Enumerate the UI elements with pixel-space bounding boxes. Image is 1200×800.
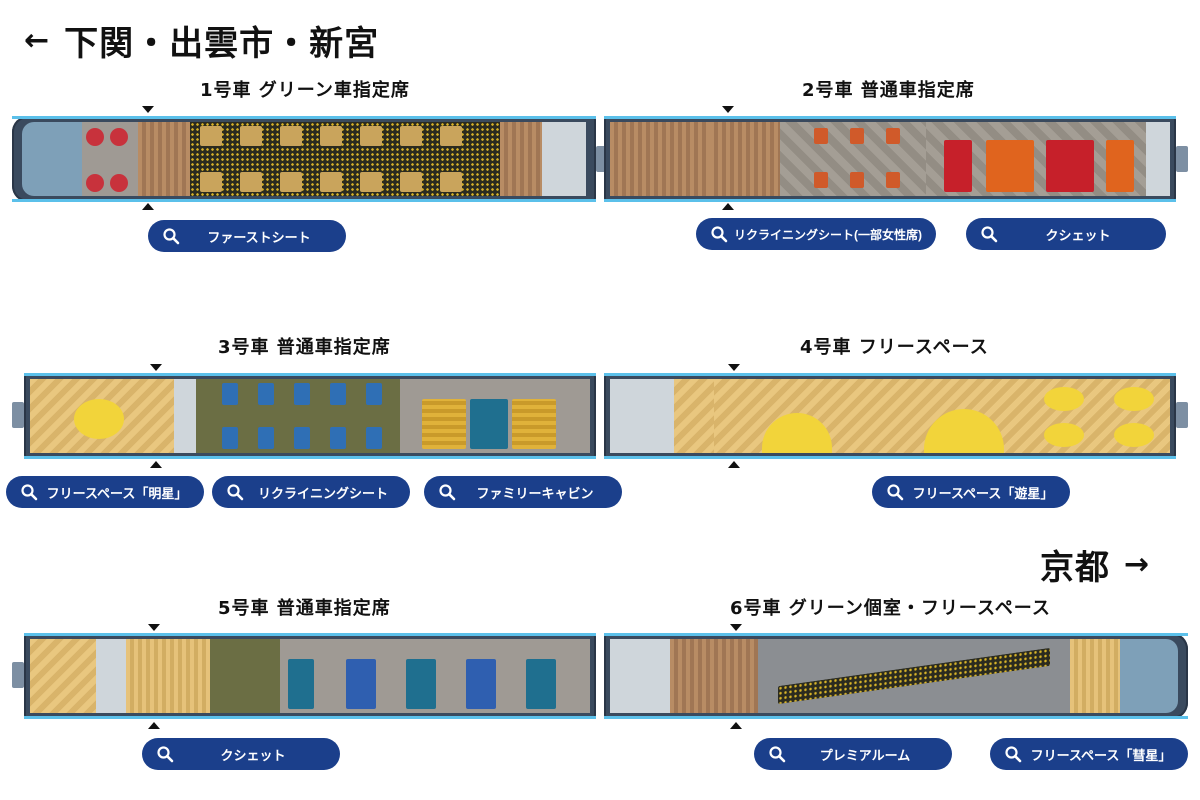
couchette-button[interactable]: クシェット <box>966 218 1166 250</box>
restroom <box>96 639 126 713</box>
reclining-seat-area <box>780 122 926 196</box>
family-cabin-button-label: ファミリーキャビン <box>476 485 594 501</box>
driver-cab <box>1120 639 1178 713</box>
first-seat-button[interactable]: ファーストシート <box>148 220 346 252</box>
coupler <box>1176 146 1188 172</box>
couchette-button-label: クシェット <box>1045 227 1111 243</box>
first-seat-area <box>190 122 500 196</box>
first-seat-button-label: ファーストシート <box>207 229 311 245</box>
premier-room-button-label: プレミアルーム <box>819 747 911 763</box>
search-icon <box>711 226 728 243</box>
search-icon <box>157 746 174 763</box>
car-5-floorplan[interactable] <box>24 633 596 719</box>
door-marker-icon <box>148 624 160 631</box>
driver-cab <box>22 122 82 196</box>
reclining-seat-button-label: リクライニングシート <box>257 485 388 501</box>
door-marker-icon <box>148 722 160 729</box>
door-marker-icon <box>150 461 162 468</box>
free-space-yusei-button-label: フリースペース「遊星」 <box>912 485 1054 501</box>
vestibule <box>30 639 96 713</box>
vestibule <box>670 639 758 713</box>
direction-east: 京都 → <box>1040 540 1150 589</box>
corridor-area <box>210 639 280 713</box>
vestibule <box>138 122 190 196</box>
door-marker-icon <box>722 106 734 113</box>
direction-west: ← 下関・出雲市・新宮 <box>24 16 379 65</box>
free-space-yusei <box>714 379 1170 453</box>
car-1-title: 1号車 グリーン車指定席 <box>200 80 410 101</box>
door-marker-icon <box>728 461 740 468</box>
search-icon <box>981 226 998 243</box>
restroom <box>610 639 670 713</box>
search-icon <box>769 746 786 763</box>
door-marker-icon <box>730 722 742 729</box>
door-marker-icon <box>150 364 162 371</box>
door-marker-icon <box>722 203 734 210</box>
reclining-seat-button[interactable]: リクライニングシート <box>212 476 410 508</box>
family-cabin-button[interactable]: ファミリーキャビン <box>424 476 622 508</box>
search-icon <box>1005 746 1022 763</box>
free-space-yusei-button[interactable]: フリースペース「遊星」 <box>872 476 1070 508</box>
reclining-seat-area <box>196 379 400 453</box>
car-3-title: 3号車 普通車指定席 <box>218 337 391 358</box>
couchette-area <box>926 122 1146 196</box>
vestibule <box>710 122 780 196</box>
premier-room-button[interactable]: プレミアルーム <box>754 738 952 770</box>
car-6-floorplan[interactable] <box>604 633 1188 719</box>
couchette-area <box>280 639 590 713</box>
free-space-suisei-button[interactable]: フリースペース「彗星」 <box>990 738 1188 770</box>
coupler <box>12 662 24 688</box>
end-area <box>1146 122 1170 196</box>
vestibule <box>174 379 196 453</box>
door-marker-icon <box>730 624 742 631</box>
arrow-right-icon: → <box>1124 547 1151 582</box>
car-3-floorplan[interactable] <box>24 373 596 459</box>
car-5-title: 5号車 普通車指定席 <box>218 598 391 619</box>
car-2-floorplan[interactable] <box>604 116 1176 202</box>
restroom <box>610 379 674 453</box>
door-marker-icon <box>142 203 154 210</box>
car-6-title: 6号車 グリーン個室・フリースペース <box>730 598 1051 619</box>
reclining-seat-button[interactable]: リクライニングシート(一部女性席) <box>696 218 936 250</box>
restroom-area <box>610 122 710 196</box>
coupler <box>12 402 24 428</box>
free-space-myojo-button[interactable]: フリースペース「明星」 <box>6 476 204 508</box>
search-icon <box>887 484 904 501</box>
door-marker-icon <box>728 364 740 371</box>
search-icon <box>439 484 456 501</box>
couchette-button[interactable]: クシェット <box>142 738 340 770</box>
direction-west-label: 下関・出雲市・新宮 <box>64 24 380 64</box>
lounge-area <box>82 122 138 196</box>
car-1-floorplan[interactable] <box>12 116 596 202</box>
arrow-left-icon: ← <box>24 23 51 58</box>
car-4-title: 4号車 フリースペース <box>800 337 989 358</box>
vestibule <box>674 379 714 453</box>
free-space-suisei-button-label: フリースペース「彗星」 <box>1030 747 1172 763</box>
reclining-seat-button-label: リクライニングシート(一部女性席) <box>734 227 922 242</box>
search-icon <box>21 484 38 501</box>
coupler <box>1176 402 1188 428</box>
search-icon <box>227 484 244 501</box>
family-cabin-area <box>400 379 590 453</box>
free-space-myojo <box>30 379 174 453</box>
car-2-title: 2号車 普通車指定席 <box>802 80 975 101</box>
restroom <box>542 122 586 196</box>
free-space-myojo-button-label: フリースペース「明星」 <box>46 485 188 501</box>
lounge-area <box>126 639 210 713</box>
door-marker-icon <box>142 106 154 113</box>
vestibule <box>500 122 542 196</box>
direction-east-label: 京都 <box>1040 548 1110 588</box>
premier-room-area <box>758 639 1070 713</box>
free-space-suisei <box>1070 639 1120 713</box>
couchette-button-label: クシェット <box>220 747 286 763</box>
car-4-floorplan[interactable] <box>604 373 1176 459</box>
search-icon <box>163 228 180 245</box>
